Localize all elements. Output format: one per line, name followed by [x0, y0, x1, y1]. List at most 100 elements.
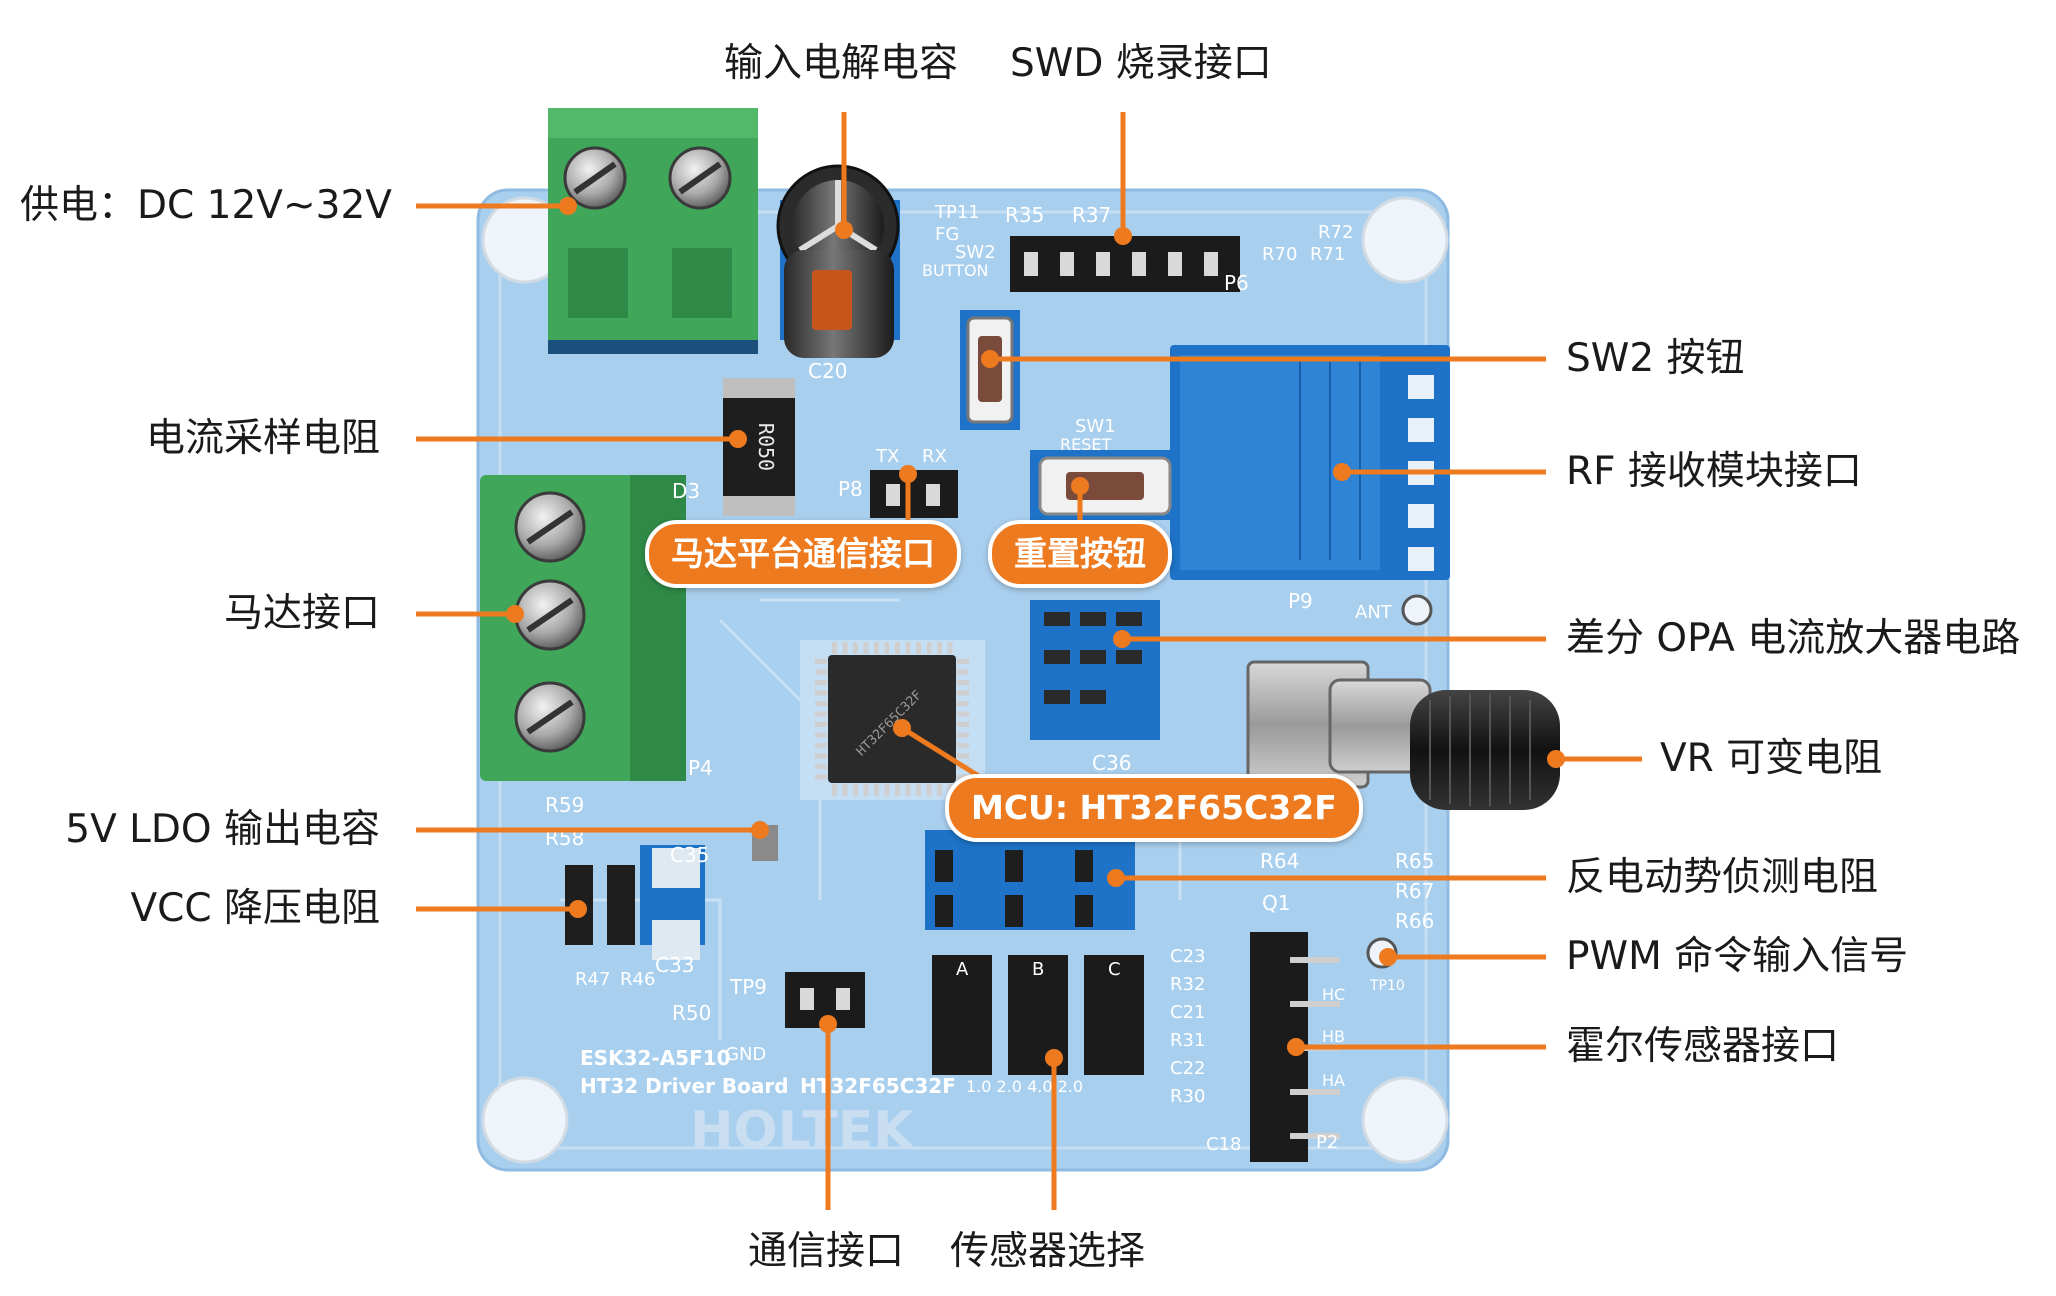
leader-pwm-dot: [1379, 948, 1397, 966]
svg-text:TP10: TP10: [1369, 978, 1405, 994]
svg-text:R67: R67: [1395, 879, 1434, 903]
svg-text:B: B: [1032, 959, 1044, 980]
svg-text:R32: R32: [1170, 974, 1205, 995]
callout-input-capacitor: 输入电解电容: [724, 41, 959, 86]
callout-bemf: 反电动势侦测电阻: [1566, 855, 1879, 900]
leader-vcc-resistor-dot: [569, 900, 587, 918]
svg-text:R70: R70: [1262, 244, 1297, 265]
callout-ldo-cap: 5V LDO 输出电容: [65, 807, 380, 852]
callout-comm-port: 通信接口: [748, 1229, 905, 1274]
callout-vr: VR 可变电阻: [1660, 736, 1883, 781]
svg-text:BUTTON: BUTTON: [922, 261, 989, 280]
board-mcu-part: HT32F65C32F: [800, 1074, 956, 1098]
swd-header: [1010, 236, 1240, 292]
svg-text:C36: C36: [1092, 751, 1131, 775]
svg-text:RX: RX: [922, 446, 947, 467]
pill-reset: 重置按钮: [988, 520, 1172, 588]
svg-text:C22: C22: [1170, 1058, 1205, 1079]
leader-bemf-dot: [1107, 869, 1125, 887]
svg-text:Q1: Q1: [1262, 891, 1290, 915]
current-sense-resistor: [723, 378, 795, 516]
svg-text:P9: P9: [1288, 589, 1313, 613]
vr-knob: [1410, 690, 1560, 810]
svg-text:A: A: [956, 959, 969, 980]
svg-text:1.0 2.0 4.0 2.0: 1.0 2.0 4.0 2.0: [966, 1077, 1083, 1096]
standoff-bottom-right: [1361, 1076, 1449, 1164]
svg-text:R35: R35: [1005, 203, 1044, 227]
callout-hall: 霍尔传感器接口: [1566, 1024, 1840, 1069]
svg-text:C33: C33: [655, 953, 694, 977]
callout-opa: 差分 OPA 电流放大器电路: [1566, 616, 2021, 661]
callout-vcc-resistor: VCC 降压电阻: [130, 886, 380, 931]
leader-comm-port-dot: [819, 1015, 837, 1033]
svg-text:C35: C35: [670, 843, 709, 867]
standoff-bottom-left: [481, 1076, 569, 1164]
svg-text:R66: R66: [1395, 909, 1434, 933]
leader-ldo-cap-dot: [751, 821, 769, 839]
callout-motor-port: 马达接口: [223, 591, 380, 636]
svg-text:SW1: SW1: [1075, 416, 1116, 437]
callout-current-sense: 电流采样电阻: [145, 416, 380, 461]
svg-text:TP11: TP11: [934, 202, 980, 223]
leader-current-sense-dot: [729, 430, 747, 448]
svg-text:GND: GND: [725, 1044, 766, 1065]
callout-rf-module: RF 接收模块接口: [1566, 449, 1862, 494]
callout-power: 供电：DC 12V~32V: [20, 183, 392, 228]
leader-pill-motor-comm-dot: [899, 465, 917, 483]
pill-motor-comm: 马达平台通信接口: [645, 520, 961, 588]
svg-text:C21: C21: [1170, 1002, 1205, 1023]
svg-text:HC: HC: [1322, 985, 1345, 1004]
leader-rf-module-dot: [1333, 463, 1351, 481]
svg-text:R30: R30: [1170, 1086, 1205, 1107]
bemf-resistors: [925, 830, 1135, 930]
svg-text:C23: C23: [1170, 946, 1205, 967]
svg-text:R47: R47: [575, 969, 610, 990]
svg-text:P6: P6: [1224, 271, 1249, 295]
svg-text:R64: R64: [1260, 849, 1299, 873]
leader-hall-dot: [1287, 1038, 1305, 1056]
svg-text:R50: R50: [672, 1001, 711, 1025]
svg-text:R31: R31: [1170, 1030, 1205, 1051]
svg-text:HB: HB: [1322, 1027, 1345, 1046]
svg-text:R59: R59: [545, 793, 584, 817]
leader-motor-port-dot: [506, 605, 524, 623]
svg-text:D3: D3: [672, 479, 700, 503]
svg-text:C20: C20: [808, 359, 847, 383]
svg-text:TX: TX: [875, 446, 899, 467]
leader-power-dot: [559, 197, 577, 215]
svg-text:RESET: RESET: [1060, 435, 1111, 454]
svg-text:C: C: [1108, 959, 1121, 980]
svg-text:P8: P8: [838, 477, 863, 501]
leader-sw2-dot: [981, 350, 999, 368]
callout-sensor-select: 传感器选择: [950, 1229, 1146, 1274]
svg-text:R65: R65: [1395, 849, 1434, 873]
board-subtitle: HT32 Driver Board: [580, 1074, 789, 1098]
callout-sw2: SW2 按钮: [1566, 336, 1745, 381]
pill-mcu: MCU: HT32F65C32F: [945, 774, 1363, 842]
brand-logo: HOLTEK: [690, 1101, 915, 1161]
leader-sensor-select-dot: [1045, 1049, 1063, 1067]
svg-text:P4: P4: [688, 756, 713, 780]
sense-resistor-marking: R050: [754, 423, 778, 471]
standoff-top-right: [1361, 196, 1449, 284]
svg-text:P2: P2: [1316, 1132, 1338, 1153]
svg-text:ANT: ANT: [1355, 602, 1393, 623]
svg-text:R71: R71: [1310, 244, 1345, 265]
leader-pill-reset-dot: [1071, 477, 1089, 495]
svg-text:R72: R72: [1318, 222, 1353, 243]
leader-swd-dot: [1114, 227, 1132, 245]
svg-text:R37: R37: [1072, 203, 1111, 227]
svg-text:R46: R46: [620, 969, 655, 990]
mcu-chip: [828, 655, 956, 783]
svg-text:C18: C18: [1206, 1134, 1241, 1155]
svg-text:SW2: SW2: [955, 242, 996, 263]
leader-pill-mcu-dot: [893, 719, 911, 737]
leader-opa-dot: [1113, 630, 1131, 648]
leader-vr-dot: [1547, 750, 1565, 768]
callout-swd: SWD 烧录接口: [1010, 41, 1272, 86]
svg-text:TP9: TP9: [729, 975, 767, 999]
vcc-resistor-2: [607, 865, 635, 945]
leader-input-capacitor-dot: [835, 221, 853, 239]
